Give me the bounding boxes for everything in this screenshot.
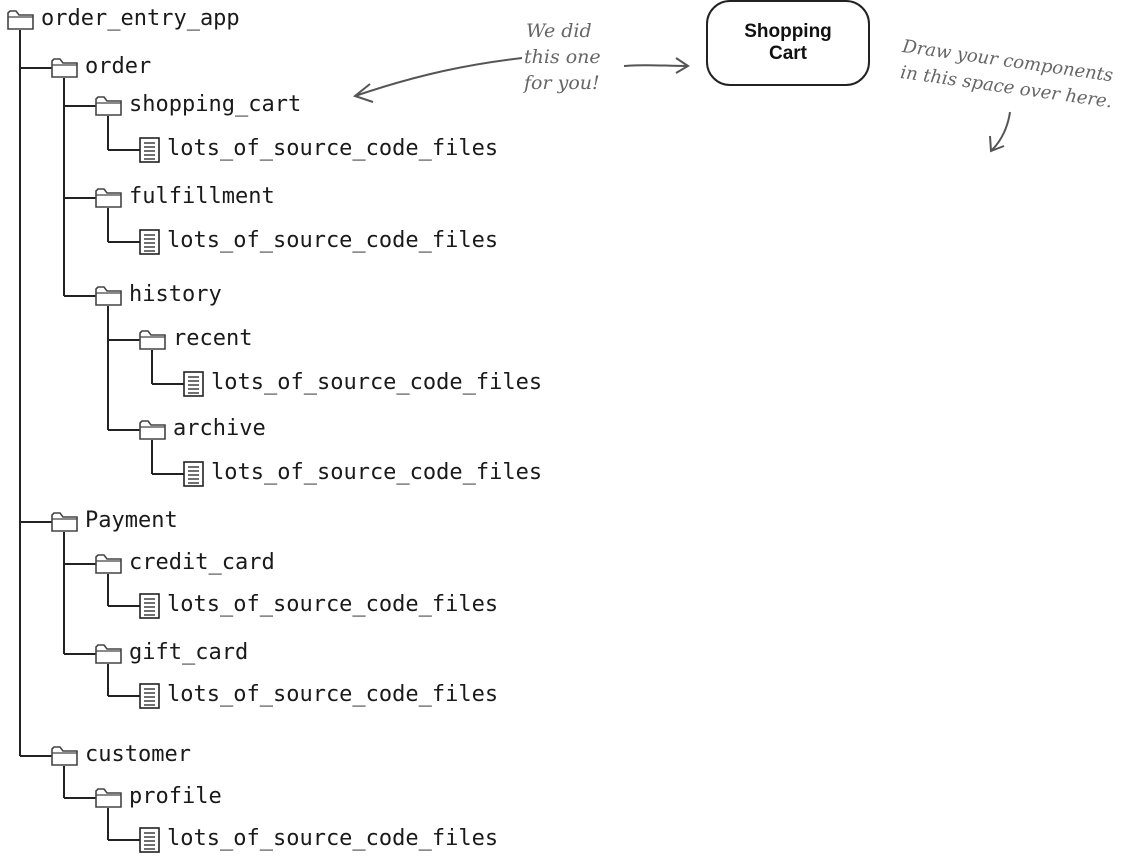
file-label-credit_card_files: lots_of_source_code_files [167, 592, 499, 617]
document-icon [139, 827, 160, 853]
folder-label-payment: Payment [85, 508, 178, 533]
folder-label-gift_card: gift_card [129, 640, 249, 665]
arrow-to-component-box [623, 64, 689, 67]
document-icon [139, 593, 160, 619]
arrowhead-icon [989, 135, 1005, 153]
arrow-to-shopping-cart [354, 57, 523, 97]
we-did-note-line-1: We did [526, 20, 592, 42]
file-label-archive_files: lots_of_source_code_files [211, 460, 543, 485]
root-folder-icon [7, 10, 34, 30]
folder-label-credit_card: credit_card [129, 550, 275, 575]
folder-icon [95, 788, 122, 808]
folder-icon [95, 554, 122, 574]
document-icon [183, 461, 204, 487]
folder-label-recent: recent [173, 326, 253, 351]
component-box-line-2: Cart [768, 43, 807, 64]
folder-icon [95, 188, 122, 208]
file-label-shopping_cart_files: lots_of_source_code_files [167, 136, 499, 161]
folder-label-shopping_cart: shopping_cart [129, 92, 302, 117]
arrowhead-icon [675, 57, 690, 74]
file-label-profile_files: lots_of_source_code_files [167, 826, 499, 851]
folder-icon [95, 96, 122, 116]
folder-icon [51, 58, 78, 78]
folder-label-order: order [85, 54, 152, 79]
document-icon [139, 137, 160, 163]
document-icon [139, 229, 160, 255]
component-box-line-1: Shopping [744, 21, 832, 42]
folder-icon [139, 420, 166, 440]
folder-label-history: history [129, 282, 222, 307]
arrow-down-hint [991, 111, 1011, 151]
folder-icon [95, 286, 122, 306]
file-label-fulfillment_files: lots_of_source_code_files [167, 228, 499, 253]
file-label-gift_card_files: lots_of_source_code_files [167, 682, 499, 707]
folder-label-profile: profile [129, 784, 222, 809]
folder-icon [139, 330, 166, 350]
we-did-note-line-3: for you! [524, 72, 600, 94]
arrowhead-icon [352, 83, 374, 103]
document-icon [139, 683, 160, 709]
shopping-cart-component-box: Shopping Cart [706, 0, 870, 86]
folder-icon [51, 512, 78, 532]
root-folder-label: order_entry_app [41, 6, 240, 31]
document-icon [183, 371, 204, 397]
folder-label-customer: customer [85, 742, 191, 767]
folder-label-archive: archive [173, 416, 266, 441]
file-label-recent_files: lots_of_source_code_files [211, 370, 543, 395]
folder-icon [95, 644, 122, 664]
folder-icon [51, 746, 78, 766]
we-did-note-line-2: this one [524, 46, 601, 68]
folder-label-fulfillment: fulfillment [129, 184, 275, 209]
